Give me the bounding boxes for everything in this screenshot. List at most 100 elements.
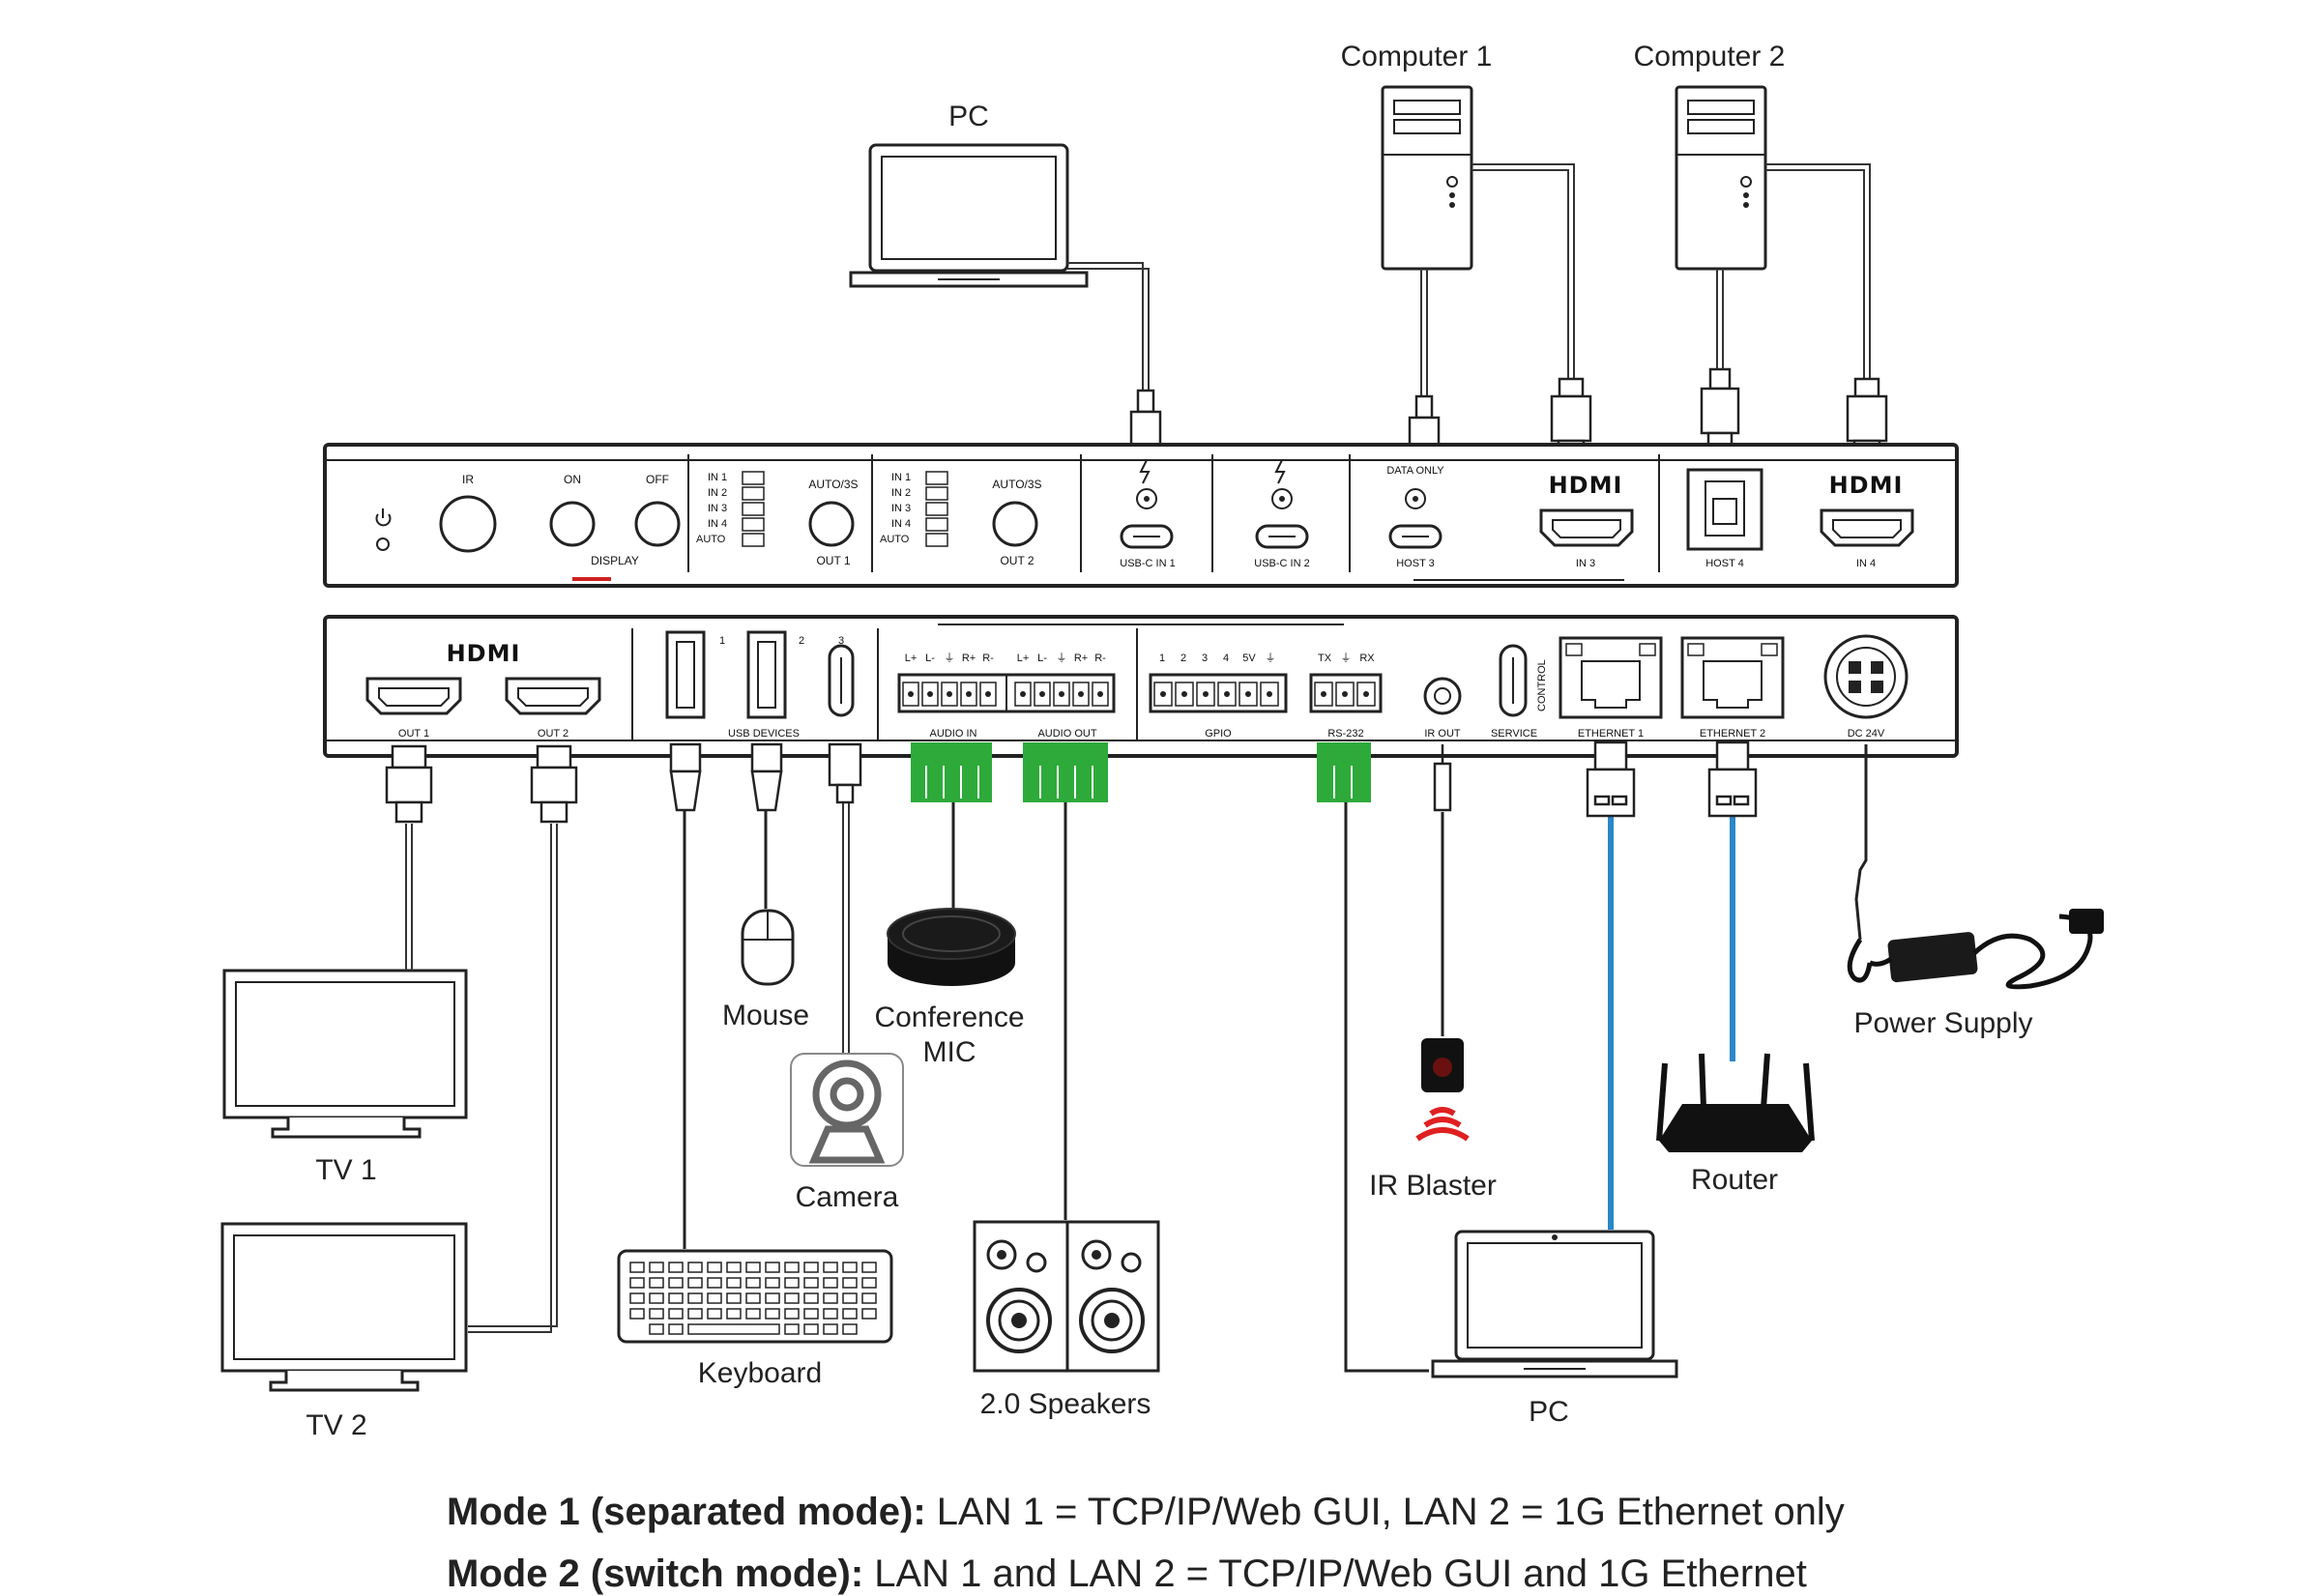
- tv-1-label: TV 1: [315, 1154, 376, 1186]
- out2-in1: IN 1: [891, 472, 911, 483]
- router-label: Router: [1691, 1164, 1778, 1196]
- usbc-in1-label: USB-C IN 1: [1120, 558, 1175, 569]
- mode-2-note: Mode 2 (switch mode): LAN 1 and LAN 2 = …: [447, 1552, 1807, 1596]
- svg-text:R-: R-: [982, 653, 994, 664]
- svg-text:RX: RX: [1359, 653, 1375, 664]
- router-device: [1656, 1053, 1815, 1152]
- audio-in-pin-labels: L+ L- ⏚ R+ R-: [905, 652, 994, 664]
- out1-in3: IN 3: [708, 503, 727, 514]
- in4-hdmi-port: [1820, 508, 1914, 547]
- audio-out-label: AUDIO OUT: [1037, 728, 1096, 740]
- data-only-label: DATA ONLY: [1386, 465, 1444, 477]
- in4-hdmi-logo: HDMI: [1829, 472, 1904, 499]
- usb-plug-keyboard: [669, 742, 702, 812]
- mouse-label: Mouse: [722, 1000, 809, 1031]
- host4-label: HOST 4: [1705, 558, 1744, 569]
- out1-in4: IN 4: [708, 518, 727, 530]
- dc-24v-jack: [1823, 634, 1909, 719]
- ir-out-plug: [1433, 744, 1452, 812]
- mode-1-text: LAN 1 = TCP/IP/Web GUI, LAN 2 = 1G Ether…: [925, 1491, 1845, 1533]
- gpio-label: GPIO: [1205, 728, 1232, 740]
- computer-1-label: Computer 1: [1341, 41, 1493, 73]
- usb-1-number: 1: [719, 635, 725, 647]
- computer-2-tower: [1675, 85, 1767, 271]
- display-label: DISPLAY: [591, 554, 639, 567]
- svg-text:L+: L+: [1017, 653, 1030, 664]
- audio-out-pin-labels: L+ L- ⏚ R+ R-: [1017, 652, 1106, 664]
- ethernet-2-label: ETHERNET 2: [1700, 728, 1765, 740]
- svg-text:R+: R+: [1074, 653, 1088, 664]
- rear-out1-label: OUT 1: [398, 728, 429, 740]
- ir-blaster-device: [1415, 1038, 1470, 1142]
- service-label: SERVICE: [1491, 728, 1537, 740]
- host3-label: HOST 3: [1396, 558, 1435, 569]
- lightning-icon: [1274, 459, 1286, 484]
- svg-text:R+: R+: [962, 653, 976, 664]
- out1-hdmi-port: [365, 677, 462, 715]
- usbc-plug-camera: [828, 742, 862, 804]
- rj45-plug-ethernet-1: [1586, 740, 1636, 818]
- rear-out2-label: OUT 2: [538, 728, 568, 740]
- hdmi-plug-out1: [385, 744, 433, 824]
- pc-top-laptop: [849, 143, 1089, 288]
- gpio-pin-labels: 1 2 3 4 5V ⏚: [1159, 652, 1276, 664]
- mode-1-note: Mode 1 (separated mode): LAN 1 = TCP/IP/…: [447, 1491, 1845, 1534]
- out2-in4: IN 4: [891, 518, 911, 530]
- host4-usb-b-port: [1686, 468, 1763, 551]
- tv-1: [222, 969, 468, 1139]
- out2-in2: IN 2: [891, 487, 911, 499]
- usb-2-number: 2: [799, 635, 804, 647]
- out1-select-button[interactable]: [808, 501, 855, 547]
- ethernet-cables: [1608, 816, 1735, 1230]
- pc-bottom-laptop: [1431, 1230, 1678, 1378]
- mode-1-label: Mode 1 (separated mode):: [447, 1491, 926, 1533]
- dc-24v-label: DC 24V: [1848, 728, 1885, 740]
- out1-in1: IN 1: [708, 472, 727, 483]
- in3-hdmi-logo: HDMI: [1549, 472, 1623, 499]
- tv-2-label: TV 2: [306, 1409, 366, 1441]
- power-icon: [375, 508, 392, 551]
- usbc-plug-host3: [1408, 394, 1441, 452]
- gpio-terminal-block: [1149, 673, 1288, 713]
- display-off-button[interactable]: [634, 501, 681, 547]
- ir-label: IR: [462, 473, 474, 486]
- ir-out-label: IR OUT: [1424, 728, 1461, 740]
- audio-terminal-blocks: [897, 673, 1116, 713]
- rs232-pin-labels: TX ⏚ RX: [1318, 652, 1375, 664]
- camera-device: [790, 1053, 904, 1167]
- in3-label: IN 3: [1576, 558, 1595, 569]
- out2-auto: AUTO: [880, 534, 910, 545]
- power-supply-device: [1847, 909, 2104, 990]
- svg-text:R-: R-: [1094, 653, 1106, 664]
- out2-select-button[interactable]: [992, 501, 1038, 547]
- keyboard-label: Keyboard: [698, 1357, 822, 1389]
- mode-2-label: Mode 2 (switch mode):: [447, 1552, 864, 1595]
- speakers-label: 2.0 Speakers: [980, 1388, 1151, 1420]
- rs232-terminal-block: [1309, 673, 1383, 713]
- svg-text:L+: L+: [905, 653, 918, 664]
- on-label: ON: [564, 473, 581, 486]
- out2-label: OUT 2: [1000, 554, 1034, 567]
- usbc-in2-port: [1255, 459, 1309, 549]
- display-on-button[interactable]: [549, 501, 596, 547]
- computer-2-label: Computer 2: [1634, 41, 1786, 73]
- out1-auto: AUTO: [696, 534, 726, 545]
- speakers-device: [973, 1220, 1160, 1373]
- front-panel: [323, 443, 1959, 588]
- svg-text:1: 1: [1159, 653, 1165, 664]
- out1-auto3s-label: AUTO/3S: [808, 478, 858, 491]
- usbc-plug-top: [1129, 389, 1162, 449]
- ir-sensor: [439, 495, 497, 553]
- tv-2: [220, 1222, 468, 1392]
- svg-text:⏚: ⏚: [945, 652, 955, 664]
- svg-text:⏚: ⏚: [1266, 652, 1276, 664]
- svg-text:L-: L-: [925, 653, 935, 664]
- out2-auto3s-label: AUTO/3S: [992, 478, 1041, 491]
- svg-text:L-: L-: [1037, 653, 1047, 664]
- ir-out-jack: [1423, 677, 1462, 715]
- conference-mic-label-line1: Conference: [874, 1001, 1024, 1033]
- usb-plug-mouse: [750, 742, 783, 812]
- usb-devices-label: USB DEVICES: [728, 728, 800, 740]
- svg-text:4: 4: [1223, 653, 1229, 664]
